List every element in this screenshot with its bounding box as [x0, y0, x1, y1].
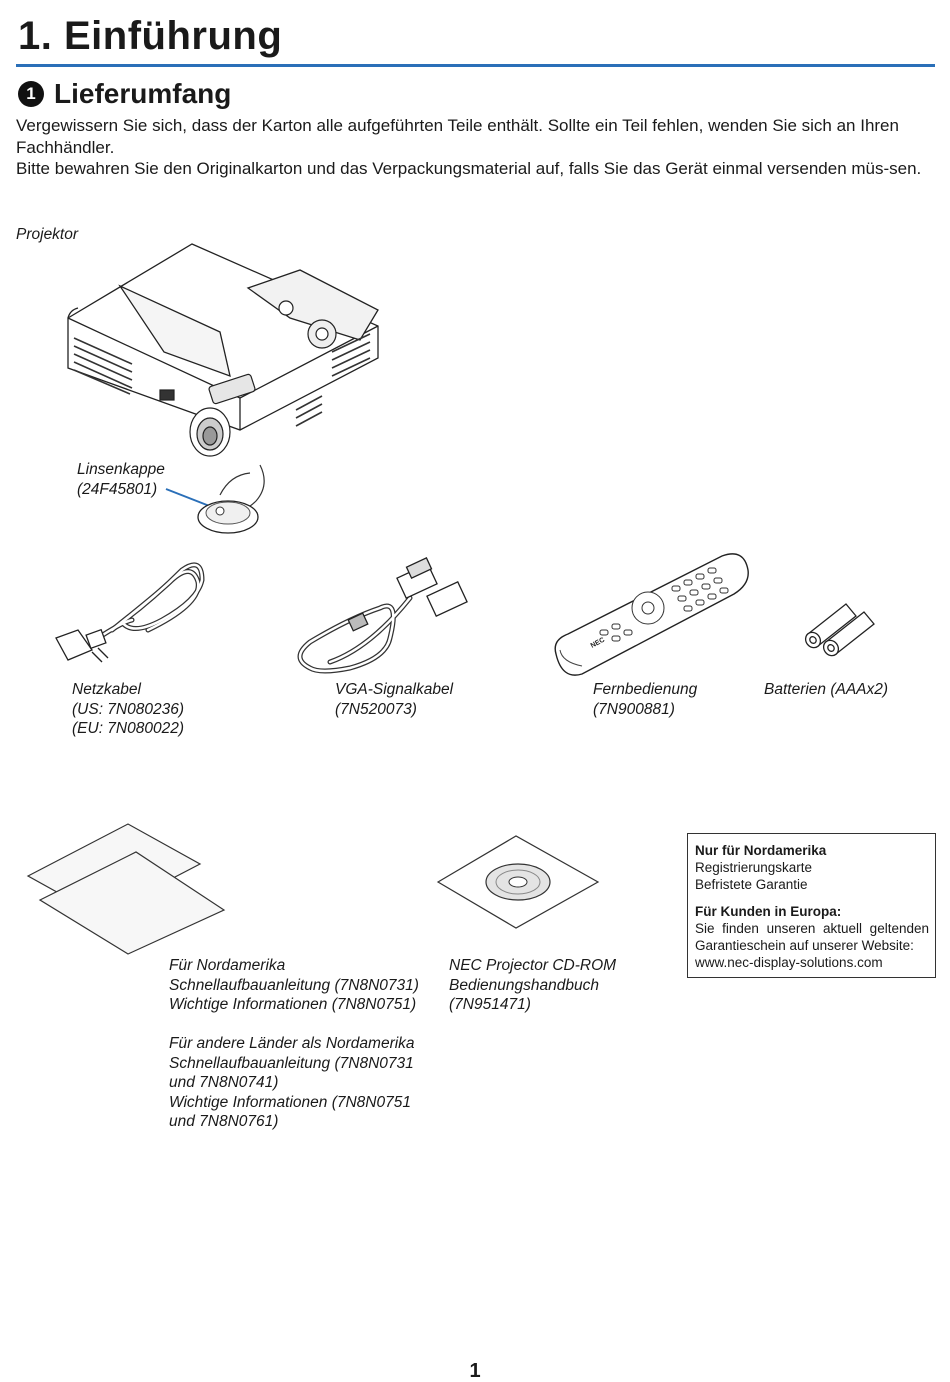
- title-rule: [16, 64, 935, 67]
- notice-eu-url[interactable]: www.nec-display-solutions.com: [695, 955, 883, 970]
- notice-na-title: Nur für Nordamerika: [695, 843, 827, 858]
- vga-cable-illustration: [297, 557, 468, 674]
- power-cable-illustration: [55, 562, 205, 663]
- notice-gap: [695, 893, 929, 903]
- lens-cap-leader-line: [165, 488, 213, 508]
- cdrom-label: NEC Projector CD-ROM Bedienungshandbuch …: [449, 957, 617, 1013]
- cdrom-illustration: [436, 835, 600, 929]
- page-number: 1: [469, 1360, 481, 1382]
- notice-eu-title: Für Kunden in Europa:: [695, 904, 842, 919]
- remote-control-illustration: NEC: [554, 553, 749, 676]
- section-number-badge: 1: [18, 81, 44, 107]
- power-cable-label: Netzkabel (US: 7N080236) (EU: 7N080022): [72, 681, 185, 737]
- notice-na-line-1: Registrierungskarte: [695, 860, 813, 875]
- vga-cable-label: VGA-Signalkabel (7N520073): [335, 681, 454, 718]
- notice-eu-text: Sie finden unseren aktuell geltenden Gar…: [695, 921, 929, 953]
- notice-na-line-2: Befristete Garantie: [695, 877, 808, 892]
- remote-label: Fernbedienung (7N900881): [593, 681, 698, 718]
- notice-box: Nur für Nordamerika Registrierungskarte …: [687, 833, 936, 978]
- projector-label: Projektor: [16, 226, 79, 243]
- page-title: 1. Einführung: [18, 14, 283, 58]
- lens-cap-illustration: [165, 464, 265, 534]
- section-title: Lieferumfang: [54, 78, 232, 109]
- documents-illustration: [26, 823, 226, 955]
- batteries-label: Batterien (AAAx2): [764, 681, 889, 698]
- projector-illustration: [67, 243, 379, 457]
- intro-text: Vergewissern Sie sich, dass der Karton a…: [16, 115, 938, 180]
- lens-cap-label: Linsenkappe (24F45801): [77, 461, 165, 498]
- section-heading: 1 Lieferumfang: [18, 78, 231, 110]
- batteries-illustration: [804, 603, 875, 657]
- documents-label: Für Nordamerika Schnellaufbauanleitung (…: [169, 957, 419, 1130]
- intro-paragraph-2: Bitte bewahren Sie den Originalkarton un…: [16, 159, 922, 178]
- intro-paragraph-1: Vergewissern Sie sich, dass der Karton a…: [16, 116, 899, 157]
